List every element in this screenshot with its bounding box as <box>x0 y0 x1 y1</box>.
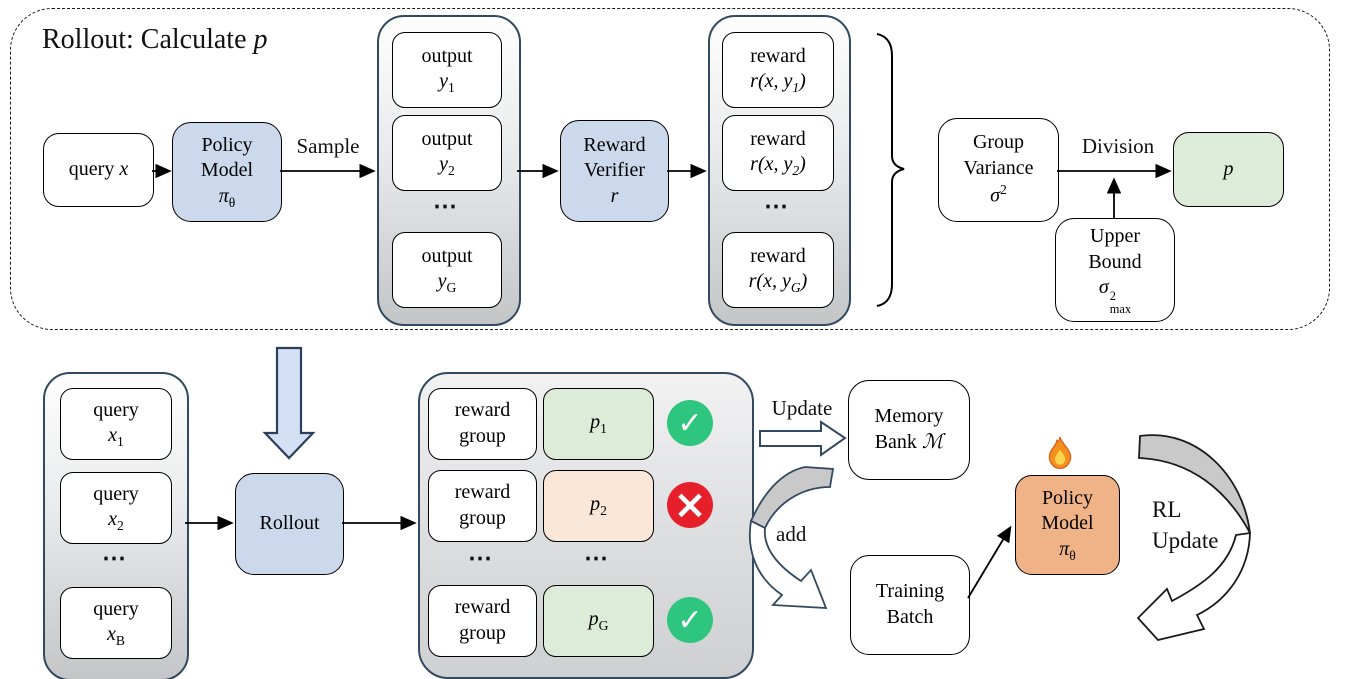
pG-math: pG <box>588 608 609 634</box>
reward-group-ellipsis: ⋯ <box>468 546 494 572</box>
sample-label: Sample <box>296 134 360 158</box>
reward-group-G-word2: group <box>459 622 506 644</box>
query-box-1: query x1 <box>60 388 172 460</box>
query-x-label: query x <box>68 158 129 181</box>
rollout-box: Rollout <box>235 473 344 575</box>
rl-update-label: RL Update <box>1152 494 1242 556</box>
p2-box: p2 <box>543 470 654 542</box>
reward-2-word: reward <box>750 127 806 150</box>
p-ellipsis: ⋯ <box>584 546 610 572</box>
verifier-line1: Reward <box>583 133 646 156</box>
arrow-batch-to-policy <box>967 525 1012 599</box>
panel-title-math: p <box>253 24 268 55</box>
reward-group-2-word1: reward <box>454 481 511 504</box>
reward-group-box-2: reward group <box>428 470 537 542</box>
policy-top-line2: Model <box>200 159 254 182</box>
policy-bottom-math: πθ <box>1059 537 1076 563</box>
group-variance-line2: Variance <box>963 156 1034 179</box>
output-G-word: output <box>421 244 473 267</box>
query-ellipsis: ⋯ <box>102 546 128 572</box>
memory-bank-box: Memory Bank ℳ <box>848 380 970 480</box>
reward-group-box-G: reward group <box>428 585 537 657</box>
reward-group-1-word1: reward <box>454 399 511 422</box>
training-batch-line1: Training <box>875 580 945 603</box>
rollout-label: Rollout <box>259 512 320 535</box>
verifier-math: r <box>610 184 619 207</box>
query-x-box: query x <box>43 133 154 207</box>
policy-model-top-box: Policy Model πθ <box>172 122 282 222</box>
query-2-word: query <box>93 482 139 505</box>
check-icon: ✓ <box>667 400 713 446</box>
p1-box: p1 <box>543 388 654 460</box>
reward-1-math: r(x, y1) <box>750 70 806 96</box>
update-arrow <box>759 420 847 457</box>
output-ellipsis: ⋯ <box>433 194 459 220</box>
reward-G-word: reward <box>750 244 806 267</box>
reward-group-1-word2: group <box>459 425 506 447</box>
panel-title-text: Rollout: Calculate <box>42 24 254 55</box>
output-box-2: output y2 <box>392 115 502 191</box>
panel-title: Rollout: Calculate p <box>42 24 268 56</box>
upper-bound-line1: Upper <box>1090 225 1140 248</box>
group-variance-math: σ2 <box>990 182 1007 208</box>
cross-icon: × <box>667 482 713 528</box>
rollout-panel <box>10 8 1330 330</box>
p-result-box: p <box>1173 132 1284 207</box>
reward-box-2: reward r(x, y2) <box>722 115 834 191</box>
reward-2-math: r(x, y2) <box>750 153 806 179</box>
output-2-word: output <box>421 127 473 150</box>
output-2-math: y2 <box>439 153 455 179</box>
memory-bank-line1: Memory <box>874 405 944 428</box>
training-batch-line2: Batch <box>886 606 934 628</box>
fire-icon <box>1048 436 1072 470</box>
reward-G-math: r(x, yG) <box>748 270 808 296</box>
query-B-math: xB <box>107 623 125 649</box>
query-1-math: x1 <box>108 424 124 450</box>
reward-group-2-word2: group <box>459 507 506 529</box>
output-box-G: output yG <box>392 232 502 308</box>
policy-model-bottom-box: Policy Model πθ <box>1015 475 1120 575</box>
reward-group-box-1: reward group <box>428 388 537 460</box>
reward-box-1: reward r(x, y1) <box>722 32 834 108</box>
policy-top-math: πθ <box>218 184 236 210</box>
query-box-B: query xB <box>60 587 172 659</box>
memory-bank-line2: Bank ℳ <box>874 431 944 453</box>
p-result-math: p <box>1223 157 1234 180</box>
reward-verifier-box: Reward Verifier r <box>560 120 669 222</box>
training-batch-box: Training Batch <box>850 555 970 655</box>
output-1-word: output <box>421 44 473 67</box>
p1-math: p1 <box>590 411 607 437</box>
p2-math: p2 <box>590 493 607 519</box>
policy-top-line1: Policy <box>201 133 253 156</box>
policy-bottom-line2: Model <box>1041 512 1094 535</box>
add-label: add <box>776 522 807 546</box>
group-variance-line1: Group <box>972 131 1025 154</box>
reward-box-G: reward r(x, yG) <box>722 232 834 308</box>
upper-bound-line2: Bound <box>1088 250 1142 273</box>
reward-group-G-word1: reward <box>454 596 511 619</box>
reward-ellipsis: ⋯ <box>764 194 790 220</box>
check-icon: ✓ <box>667 597 713 643</box>
output-box-1: output y1 <box>392 32 502 108</box>
group-variance-box: Group Variance σ2 <box>938 118 1059 222</box>
output-1-math: y1 <box>439 70 455 96</box>
update-label: Update <box>771 396 833 420</box>
reward-1-word: reward <box>750 44 806 67</box>
output-G-math: yG <box>437 270 457 296</box>
rl-update-line2: Update <box>1152 528 1219 554</box>
rl-update-line1: RL <box>1152 497 1182 522</box>
verifier-line2: Verifier <box>583 159 646 182</box>
query-1-word: query <box>93 398 139 421</box>
rollout-down-arrow <box>262 346 316 460</box>
query-B-word: query <box>93 597 139 620</box>
add-arrow-upper <box>749 466 835 530</box>
query-box-2: query x2 <box>60 472 172 544</box>
pG-box: pG <box>543 585 654 657</box>
query-2-math: x2 <box>108 508 124 534</box>
division-label: Division <box>1081 134 1155 158</box>
policy-bottom-line1: Policy <box>1041 486 1094 509</box>
